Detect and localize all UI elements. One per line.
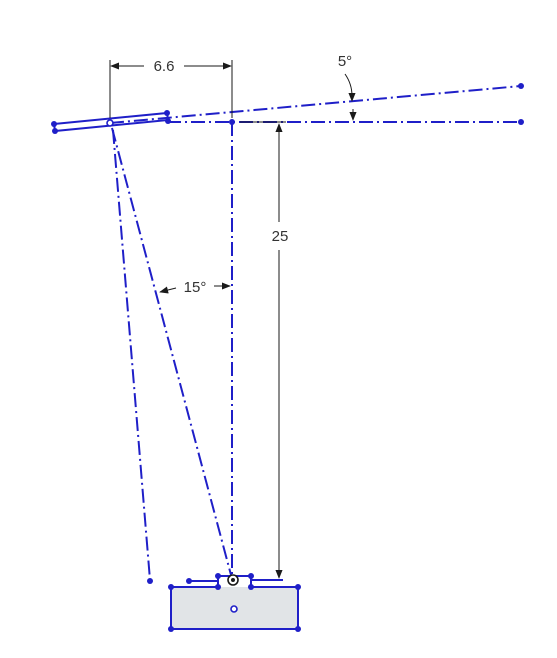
point-stub-left[interactable]	[215, 573, 221, 579]
point-base-top-right[interactable]	[295, 584, 301, 590]
base-block[interactable]	[170, 575, 299, 630]
point-boom-end-bottom-right[interactable]	[165, 118, 171, 124]
boom-line[interactable]	[109, 85, 522, 124]
dimension-cable-angle[interactable]: 15°	[159, 279, 231, 296]
point-base-center[interactable]	[230, 605, 238, 613]
dim-value-horizontal-offset: 6.6	[154, 58, 175, 75]
point-boom-end-bottom-left[interactable]	[52, 128, 58, 134]
mast-foot-origin-icon[interactable]	[227, 574, 239, 586]
cable-line-inner[interactable]	[111, 127, 232, 576]
dim-value-vertical-height: 25	[272, 228, 289, 245]
dimension-boom-angle[interactable]: 5°	[338, 53, 357, 121]
sketch-points	[51, 83, 524, 632]
point-boom-end-top-right[interactable]	[164, 110, 170, 116]
point-mast-top[interactable]	[229, 119, 235, 125]
dim-value-boom-angle: 5°	[338, 53, 352, 70]
point-stub-right[interactable]	[248, 573, 254, 579]
point-boom-tip[interactable]	[518, 83, 524, 89]
point-boom-end-top-left[interactable]	[51, 121, 57, 127]
dim-value-cable-angle: 15°	[184, 279, 207, 296]
point-reference-end[interactable]	[518, 119, 524, 125]
point-base-bottom-right[interactable]	[295, 626, 301, 632]
point-base-bottom-left[interactable]	[168, 626, 174, 632]
dimension-vertical-height[interactable]: 25	[240, 121, 289, 579]
dim-arc-boom-angle	[344, 73, 353, 97]
dim-arrow-cable-left	[159, 286, 177, 294]
point-cable-end[interactable]	[147, 578, 153, 584]
point-base-top-left[interactable]	[168, 584, 174, 590]
point-base-step-left[interactable]	[215, 584, 221, 590]
cable-line-outer[interactable]	[112, 129, 151, 581]
point-base-step-right[interactable]	[248, 584, 254, 590]
point-stub-end[interactable]	[186, 578, 192, 584]
dimension-horizontal-offset[interactable]: 6.6	[109, 58, 233, 118]
point-boom-pivot[interactable]	[106, 119, 114, 127]
